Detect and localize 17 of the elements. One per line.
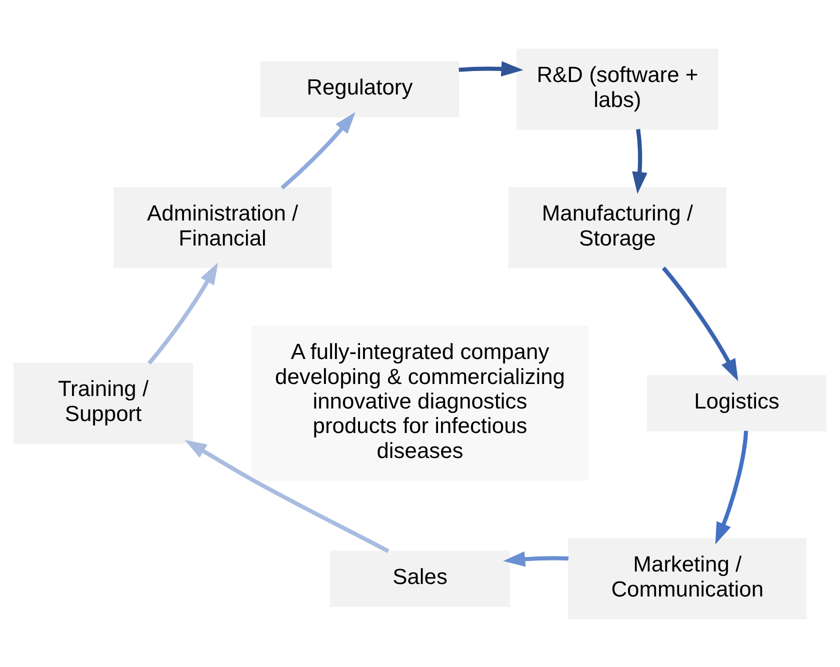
node-box: R&D (software + labs)	[516, 48, 718, 130]
node-box: Marketing / Communication	[568, 538, 807, 619]
arrow	[458, 60, 524, 76]
node-box: Logistics	[646, 374, 827, 431]
arrow	[715, 430, 748, 544]
arrow	[148, 262, 218, 364]
arrow	[503, 550, 568, 566]
arrow	[632, 128, 648, 194]
node-box: Training / Support	[13, 362, 194, 444]
arrow	[184, 439, 390, 553]
arrow	[280, 111, 356, 189]
node-box: Manufacturing / Storage	[508, 186, 726, 268]
node-box: Sales	[330, 550, 510, 606]
arrow	[662, 266, 738, 381]
node-box: Administration / Financial	[114, 186, 332, 268]
node-box: Regulatory	[260, 60, 460, 117]
node-box: A fully-integrated company developing & commercializing innovative diagnostics products for infectious diseases	[251, 325, 589, 480]
